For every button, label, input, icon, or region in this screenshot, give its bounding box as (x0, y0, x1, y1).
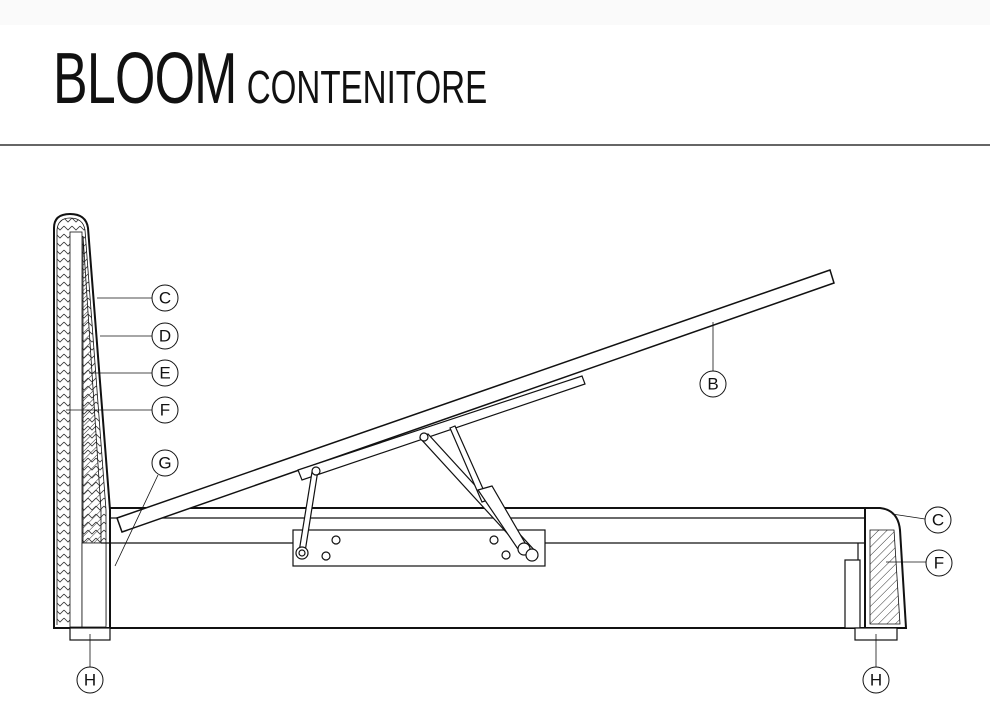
svg-text:C: C (159, 289, 171, 308)
top-band (0, 0, 990, 25)
lift-mechanism (292, 425, 546, 567)
callout-f-headboard: F (151, 396, 179, 424)
callout-b: B (699, 370, 727, 398)
callout-f-footboard: F (925, 549, 953, 577)
headboard (53, 212, 111, 629)
product-variant: CONTENITORE (246, 61, 488, 113)
svg-text:F: F (160, 401, 170, 420)
callout-c-footboard: C (924, 506, 952, 534)
leader-lines (66, 297, 926, 667)
footboard (864, 507, 908, 629)
callout-d: D (151, 322, 179, 350)
svg-text:C: C (932, 511, 944, 530)
svg-text:D: D (159, 327, 171, 346)
svg-text:G: G (158, 454, 171, 473)
callout-g: G (151, 449, 179, 477)
callout-c-headboard: C (151, 284, 179, 312)
callout-h-left: H (76, 666, 104, 694)
storage-lid (116, 269, 835, 533)
callout-e: E (151, 359, 179, 387)
header-divider (0, 144, 990, 146)
product-name: BLOOM (53, 39, 237, 119)
svg-text:F: F (934, 554, 944, 573)
callout-h-right: H (862, 666, 890, 694)
bed-frame (54, 507, 905, 629)
svg-text:H: H (870, 671, 882, 690)
svg-text:B: B (707, 375, 718, 394)
svg-text:E: E (159, 364, 170, 383)
svg-text:H: H (84, 671, 96, 690)
